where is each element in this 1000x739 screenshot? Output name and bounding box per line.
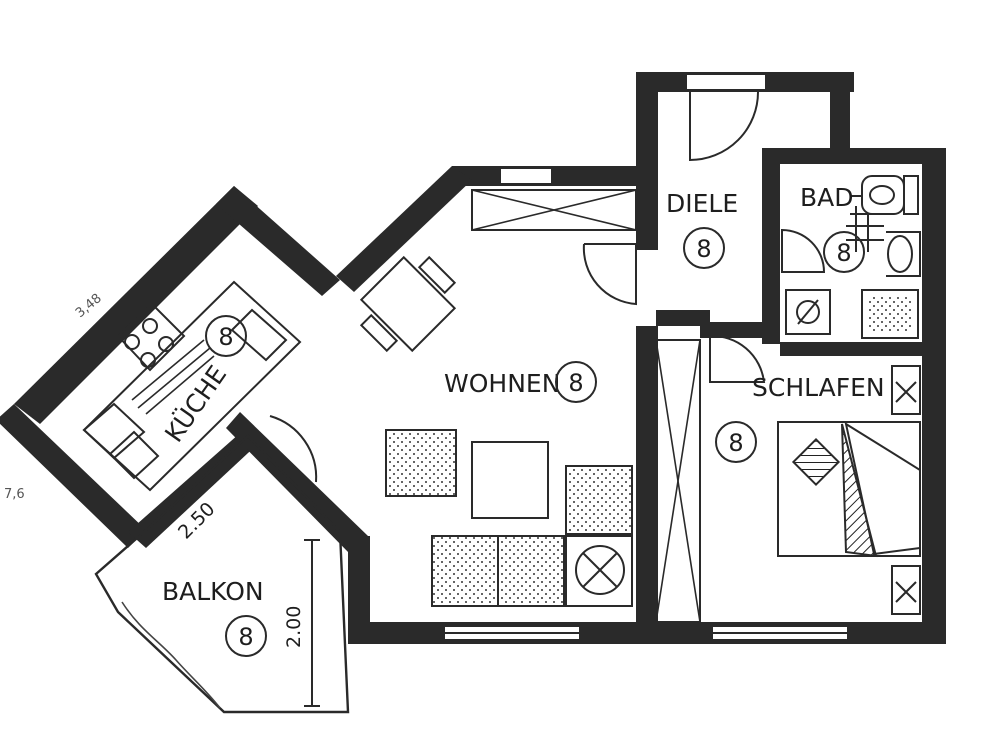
closet-schlafen — [655, 339, 701, 623]
kitchen-furniture — [82, 280, 302, 492]
balkon-code: 8 — [238, 623, 253, 651]
windows — [443, 73, 849, 641]
diele-label: DIELE — [666, 189, 738, 218]
closet-wohnen — [471, 189, 637, 231]
balkon-label: BALKON — [162, 577, 264, 606]
wohnen-code: 8 — [568, 369, 583, 397]
kueche-code: 8 — [218, 323, 233, 351]
doors — [269, 91, 826, 483]
room-labels: WOHNEN 8 DIELE 8 BAD 8 SCHLAFEN 8 KÜCHE … — [159, 183, 885, 657]
left-note: 7,6 — [4, 487, 25, 502]
bad-code: 8 — [836, 239, 851, 267]
wohnen-furniture — [359, 255, 633, 607]
schlafen-furniture — [777, 365, 921, 615]
schlafen-code: 8 — [728, 429, 743, 457]
wohnen-label: WOHNEN — [444, 369, 560, 398]
schlafen-label: SCHLAFEN — [752, 373, 885, 402]
bad-fixtures — [785, 175, 921, 339]
balkon-outline — [94, 434, 350, 714]
kueche-label: KÜCHE — [159, 360, 232, 447]
bad-label: BAD — [800, 183, 854, 212]
walls — [0, 72, 946, 644]
diele-code: 8 — [696, 235, 711, 263]
balkon-depth-dimension: 2.00 — [283, 606, 305, 648]
kitchen-note: 3,48 — [73, 291, 105, 321]
